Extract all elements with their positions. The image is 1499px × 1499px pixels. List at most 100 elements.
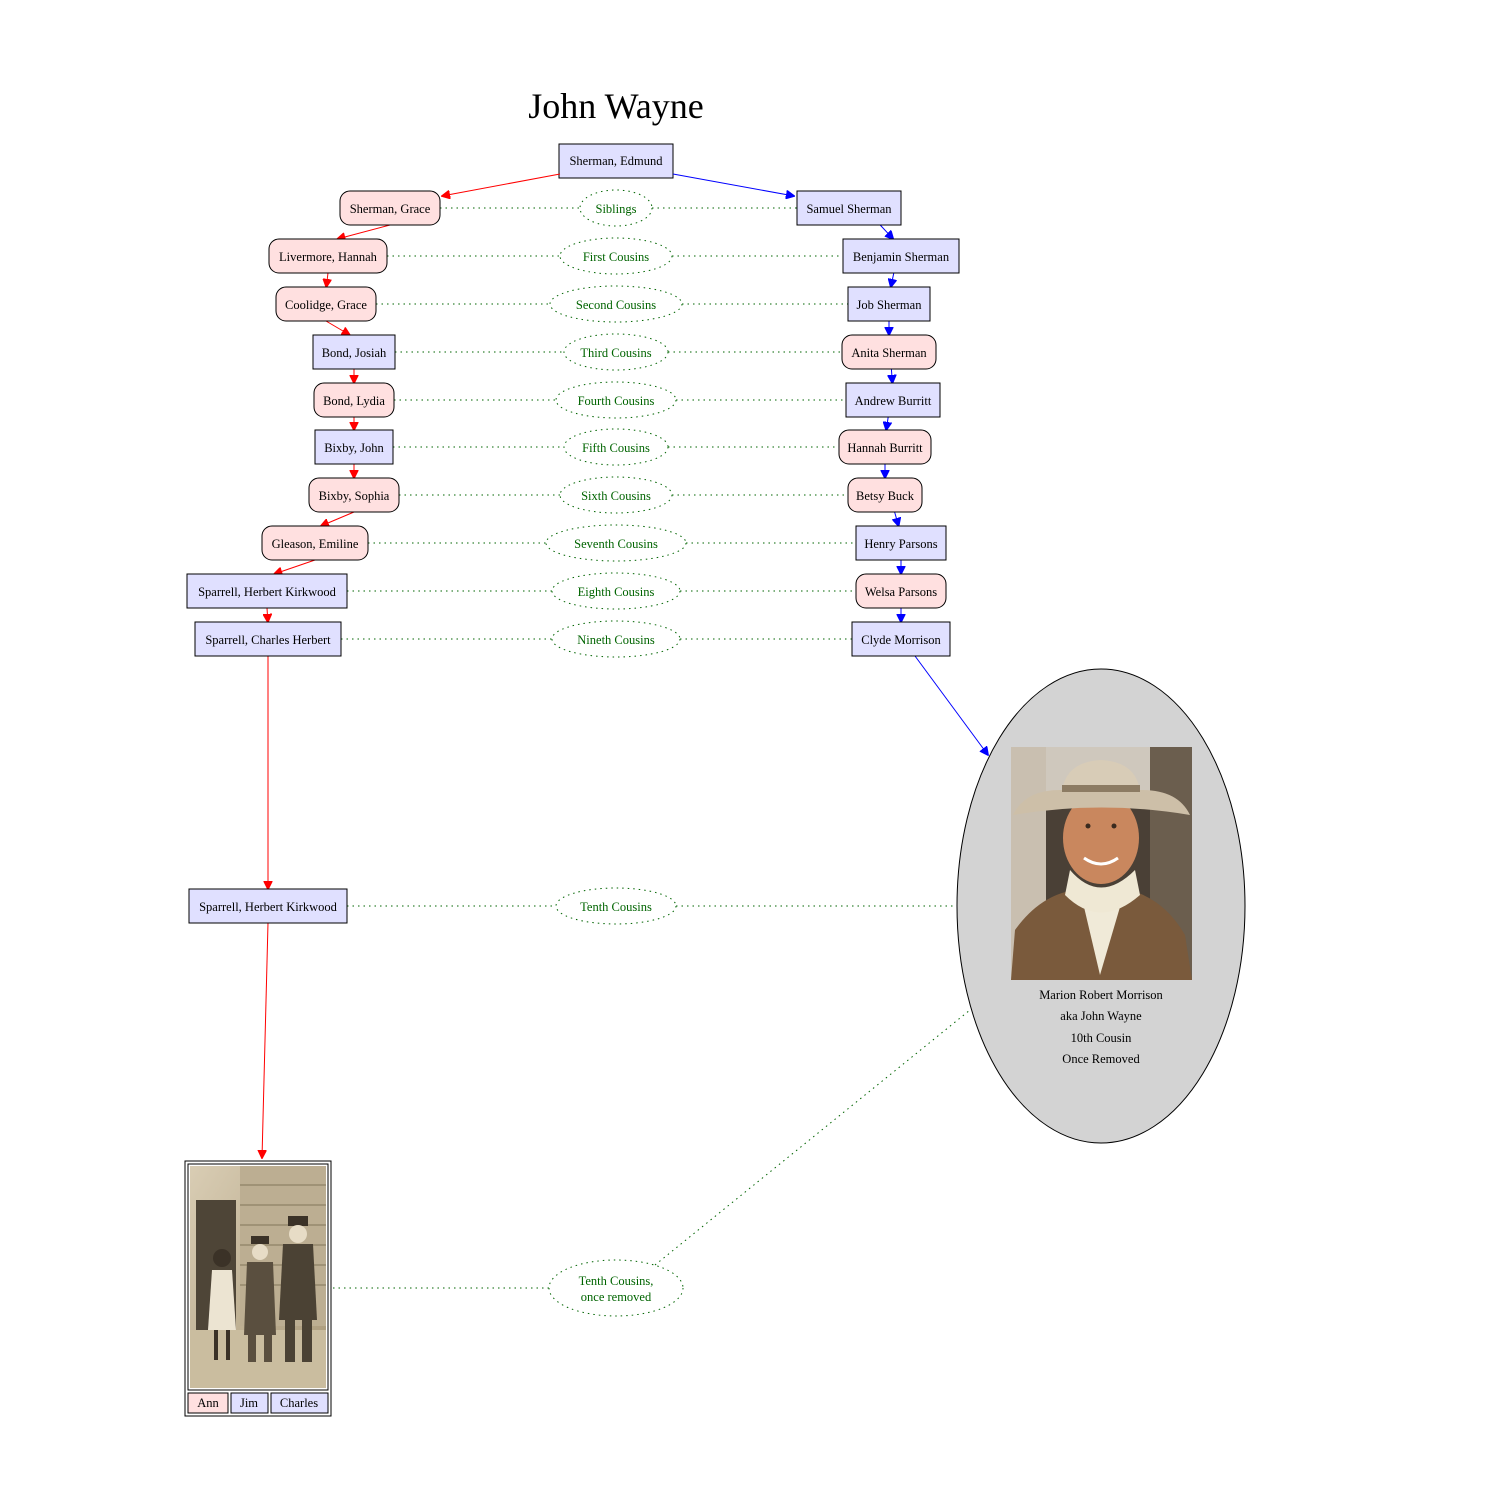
relation-node-fourth-cousins: Fourth Cousins (555, 381, 677, 419)
relation-node-fifth-cousins: Fifth Cousins (563, 428, 669, 466)
relation-node-sixth-cousins: Sixth Cousins (559, 476, 673, 514)
relation-connectors (333, 207, 971, 1289)
relation-node-seventh-cousins: Seventh Cousins (545, 524, 687, 562)
descent-edge-right (895, 511, 899, 526)
children-photo-node: Ann Jim Charles (184, 1160, 332, 1417)
right-person-label: Welsa Parsons (865, 585, 937, 599)
right-person-label: Henry Parsons (864, 537, 937, 551)
left-person-label: Bond, Josiah (322, 346, 387, 360)
right-person-label: Benjamin Sherman (853, 250, 950, 264)
relation-label: Third Cousins (580, 346, 651, 360)
right-person-clyde-morrison: Clyde Morrison (851, 621, 951, 657)
descent-edge-left (326, 272, 328, 287)
relation-node-siblings: Siblings (579, 189, 653, 227)
photo-name-ann-cell: Ann (187, 1392, 229, 1414)
right-person-label: Hannah Burritt (847, 441, 923, 455)
left-person-gleason-emiline: Gleason, Emiline (261, 525, 369, 561)
right-person-anita-sherman: Anita Sherman (841, 334, 937, 370)
right-person-andrew-burritt: Andrew Burritt (845, 382, 941, 418)
john-wayne-node: Marion Robert Morrison aka John Wayne 10… (956, 668, 1246, 1144)
right-person-henry-parsons: Henry Parsons (855, 525, 947, 561)
photo-name-charles-cell: Charles (270, 1392, 329, 1414)
right-person-label: Anita Sherman (851, 346, 927, 360)
left-person-bond-lydia: Bond, Lydia (313, 382, 395, 418)
relation-node-first-cousins: First Cousins (559, 237, 673, 275)
wayne-caption-line2: aka John Wayne (1060, 1009, 1142, 1023)
relation-label: Sixth Cousins (581, 489, 651, 503)
john-wayne-portrait (1011, 747, 1192, 980)
right-person-benjamin-sherman: Benjamin Sherman (842, 238, 960, 274)
root-node: Sherman, Edmund (558, 143, 674, 179)
right-person-hannah-burritt: Hannah Burritt (838, 429, 932, 465)
wayne-caption-line3: 10th Cousin (1071, 1031, 1133, 1045)
right-person-samuel-sherman: Samuel Sherman (796, 190, 902, 226)
descent-edge-right (891, 368, 892, 383)
children-photo (190, 1166, 326, 1388)
photo-name-jim-cell: Jim (230, 1392, 269, 1414)
left-person-label: Sparrell, Charles Herbert (205, 633, 331, 647)
descent-edge-left (325, 320, 350, 335)
wayne-caption-line1: Marion Robert Morrison (1039, 988, 1163, 1002)
relation-label: Tenth Cousins (580, 900, 652, 914)
wayne-caption-line4: Once Removed (1062, 1052, 1140, 1066)
relation-label: Seventh Cousins (574, 537, 658, 551)
left-person-label: Bond, Lydia (323, 394, 385, 408)
descent-edge-left (274, 559, 316, 574)
final-relation-line2: once removed (581, 1290, 652, 1304)
right-person-label: Samuel Sherman (806, 202, 892, 216)
photo-name-charles: Charles (280, 1396, 318, 1410)
descent-edge-right (914, 655, 988, 755)
relation-node-tenth-cousins-once-removed: Tenth Cousins, once removed (548, 1259, 684, 1317)
left-person-label: Sherman, Grace (350, 202, 431, 216)
left-person-label: Sparrell, Herbert Kirkwood (198, 585, 337, 599)
relation-node-eighth-cousins: Eighth Cousins (551, 572, 681, 610)
right-person-label: Clyde Morrison (861, 633, 941, 647)
right-person-job-sherman: Job Sherman (847, 286, 931, 322)
left-person-label: Gleason, Emiline (272, 537, 359, 551)
right-person-label: Job Sherman (857, 298, 923, 312)
left-person-bond-josiah: Bond, Josiah (312, 334, 396, 370)
descent-edge-right (672, 173, 794, 196)
left-person-bixby-john: Bixby, John (314, 429, 394, 465)
left-person-label: Coolidge, Grace (285, 298, 367, 312)
relation-label: Nineth Cousins (577, 633, 655, 647)
photo-name-jim: Jim (240, 1396, 258, 1410)
final-relation-line1: Tenth Cousins, (579, 1274, 654, 1288)
relation-node-second-cousins: Second Cousins (549, 285, 683, 323)
photo-name-ann: Ann (197, 1396, 219, 1410)
relation-node-nineth-cousins: Nineth Cousins (551, 620, 681, 658)
right-person-label: Betsy Buck (856, 489, 915, 503)
relation-label: Second Cousins (576, 298, 656, 312)
descent-edge-left (262, 922, 269, 1158)
left-person-label: Livermore, Hannah (279, 250, 378, 264)
right-person-welsa-parsons: Welsa Parsons (855, 573, 947, 609)
left-person-label: Bixby, John (324, 441, 384, 455)
left-person-sparrell-herbert-kirkwood: Sparrell, Herbert Kirkwood (188, 888, 348, 924)
descent-edge-right (879, 224, 893, 239)
descent-edge-left (321, 511, 355, 526)
left-person-coolidge-grace: Coolidge, Grace (275, 286, 377, 322)
relation-node-tenth-cousins: Tenth Cousins (555, 887, 677, 925)
left-person-sparrell-herbert-kirkwood: Sparrell, Herbert Kirkwood (186, 573, 348, 609)
relation-label: Fifth Cousins (582, 441, 650, 455)
left-person-livermore-hannah: Livermore, Hannah (268, 238, 388, 274)
left-person-sparrell-charles-herbert: Sparrell, Charles Herbert (194, 621, 342, 657)
descent-edge-right (891, 272, 894, 287)
descent-edges (262, 173, 988, 1158)
right-person-betsy-buck: Betsy Buck (847, 477, 923, 513)
diagram-title: John Wayne (528, 86, 703, 126)
right-person-label: Andrew Burritt (855, 394, 932, 408)
relation-label: Fourth Cousins (578, 394, 655, 408)
left-person-label: Bixby, Sophia (319, 489, 390, 503)
relation-label: Eighth Cousins (578, 585, 655, 599)
descent-edge-left (337, 224, 391, 239)
left-person-label: Sparrell, Herbert Kirkwood (199, 900, 338, 914)
left-person-sherman-grace: Sherman, Grace (339, 190, 441, 226)
descent-edge-right (886, 416, 888, 430)
root-node-label: Sherman, Edmund (569, 154, 663, 168)
descent-edge-left (267, 607, 268, 622)
descent-edge-left (442, 173, 561, 196)
